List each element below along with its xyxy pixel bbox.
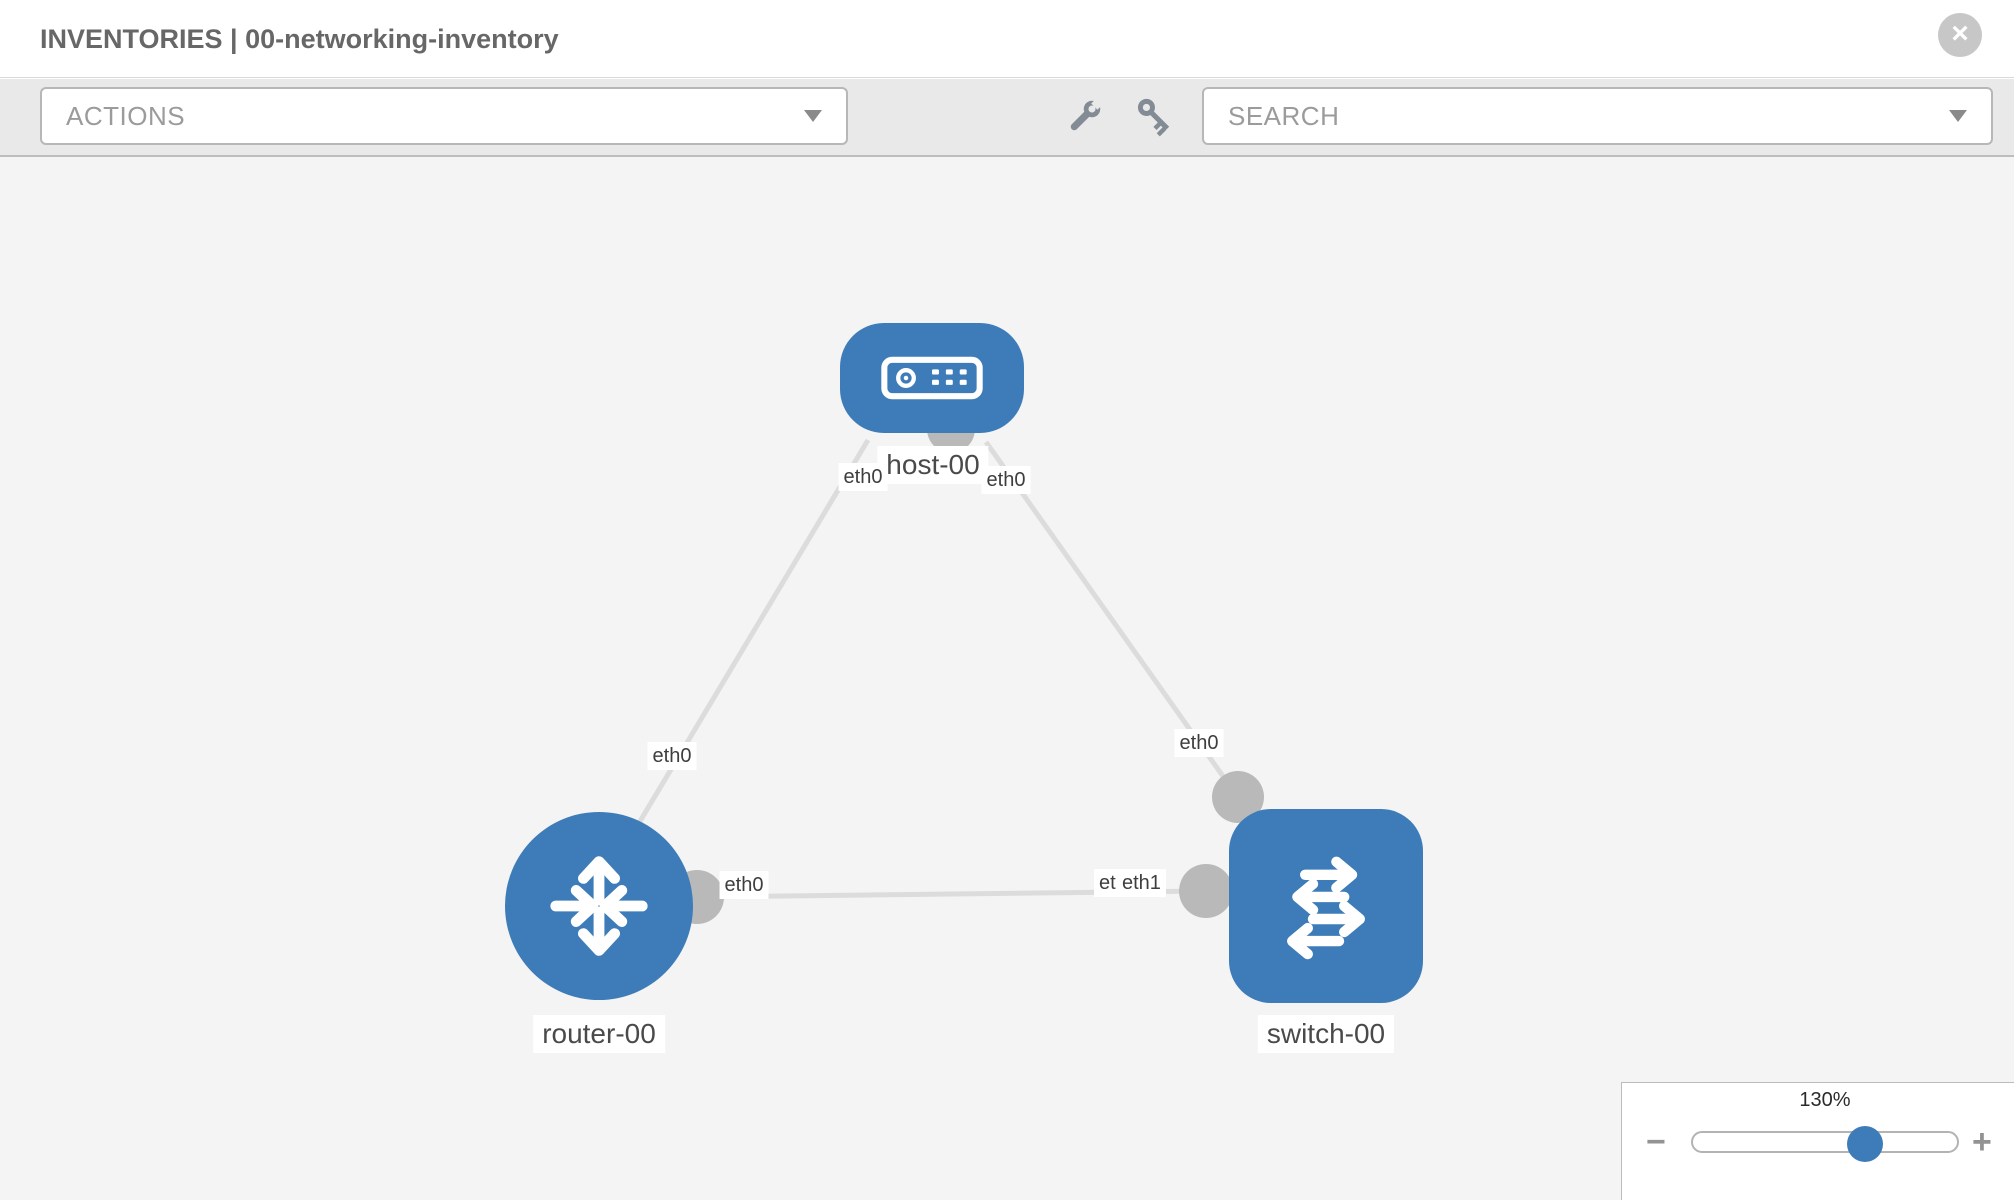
configure-button[interactable] [1062,94,1108,140]
iface-label-router-eth0: eth0 [647,742,697,770]
search-dropdown-label: SEARCH [1228,100,1340,131]
router-icon [550,856,648,956]
node-host-00[interactable] [840,323,1024,433]
chevron-down-icon [1949,110,1967,122]
iface-label-switch-eth0: eth0 [1174,729,1224,757]
node-label-switch: switch-00 [1257,1015,1395,1053]
interface-port-switch-top[interactable] [1212,771,1264,823]
server-icon [881,356,983,400]
actions-dropdown[interactable]: ACTIONS [40,87,848,145]
zoom-slider-track[interactable] [1691,1131,1959,1153]
credentials-button[interactable] [1132,94,1178,140]
iface-label-switch-eth1: eth1 [1117,869,1166,897]
iface-label-host-eth0: eth0 [838,463,888,491]
search-dropdown[interactable]: SEARCH [1202,87,1993,145]
zoom-in-button[interactable]: + [1972,1123,1992,1161]
zoom-slider-thumb[interactable] [1847,1126,1883,1162]
close-button[interactable]: × [1938,13,1982,57]
node-label-router: router-00 [533,1015,665,1053]
switch-icon [1287,856,1365,960]
key-icon [1137,98,1170,137]
interface-port-switch-left[interactable] [1179,864,1233,918]
wrench-icon [1070,97,1104,131]
actions-dropdown-label: ACTIONS [66,100,186,131]
node-router-00[interactable] [505,812,693,1000]
node-label-host: host-00 [877,446,989,484]
zoom-panel: 130% − + [1621,1082,2014,1200]
node-switch-00[interactable] [1229,809,1423,1003]
close-icon: × [1951,16,1969,50]
zoom-out-button[interactable]: − [1646,1123,1666,1161]
chevron-down-icon [804,110,822,122]
page-title: INVENTORIES | 00-networking-inventory [40,24,559,54]
iface-label-host-eth0: eth0 [981,466,1031,494]
iface-label-router-eth0: eth0 [719,871,769,899]
header-bar: INVENTORIES | 00-networking-inventory × [0,0,2014,78]
zoom-level-readout: 130% [1799,1089,1851,1111]
topology-canvas[interactable] [0,157,2014,1200]
